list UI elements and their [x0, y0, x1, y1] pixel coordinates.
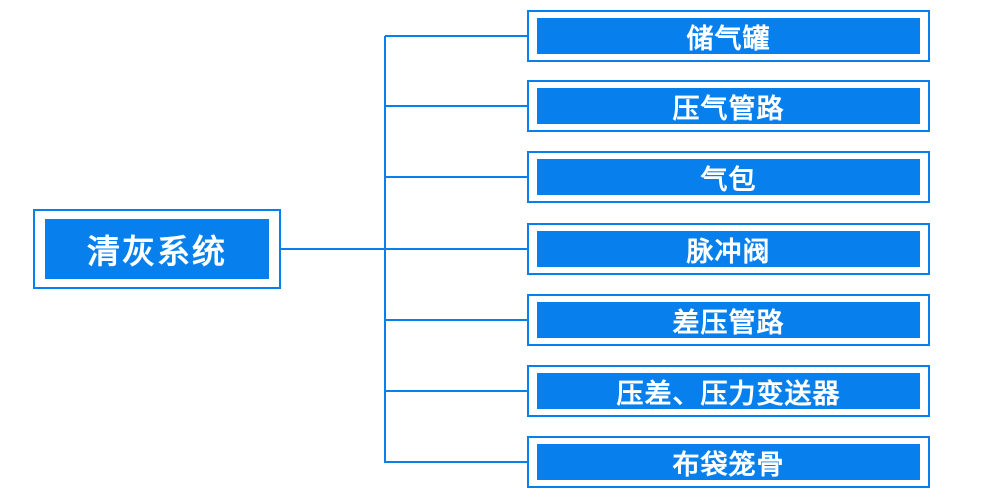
node-root-ash-cleaning-system[interactable]: 清灰系统	[33, 209, 281, 289]
node-label: 脉冲阀	[537, 231, 920, 267]
node-label: 储气罐	[537, 18, 920, 54]
node-bag-cage[interactable]: 布袋笼骨	[527, 436, 930, 488]
node-label: 气包	[537, 159, 920, 195]
node-air-storage-tank[interactable]: 储气罐	[527, 10, 930, 62]
connector-branch-line	[385, 105, 527, 107]
connector-branch-line	[385, 35, 527, 37]
connector-branch-line	[385, 176, 527, 178]
connector-branch-line	[385, 390, 527, 392]
connector-branch-line	[385, 461, 527, 463]
node-label: 压气管路	[537, 88, 920, 124]
node-label: 布袋笼骨	[537, 444, 920, 480]
node-differential-pressure-pipeline[interactable]: 差压管路	[527, 294, 930, 346]
node-label: 差压管路	[537, 302, 920, 338]
node-compressed-air-pipeline[interactable]: 压气管路	[527, 80, 930, 132]
node-air-bag[interactable]: 气包	[527, 151, 930, 203]
node-pressure-difference-transmitter[interactable]: 压差、压力变送器	[527, 365, 930, 417]
connector-root-branch-line	[281, 248, 527, 250]
node-label: 清灰系统	[45, 219, 269, 279]
node-pulse-valve[interactable]: 脉冲阀	[527, 223, 930, 275]
node-label: 压差、压力变送器	[537, 373, 920, 409]
connector-branch-line	[385, 319, 527, 321]
